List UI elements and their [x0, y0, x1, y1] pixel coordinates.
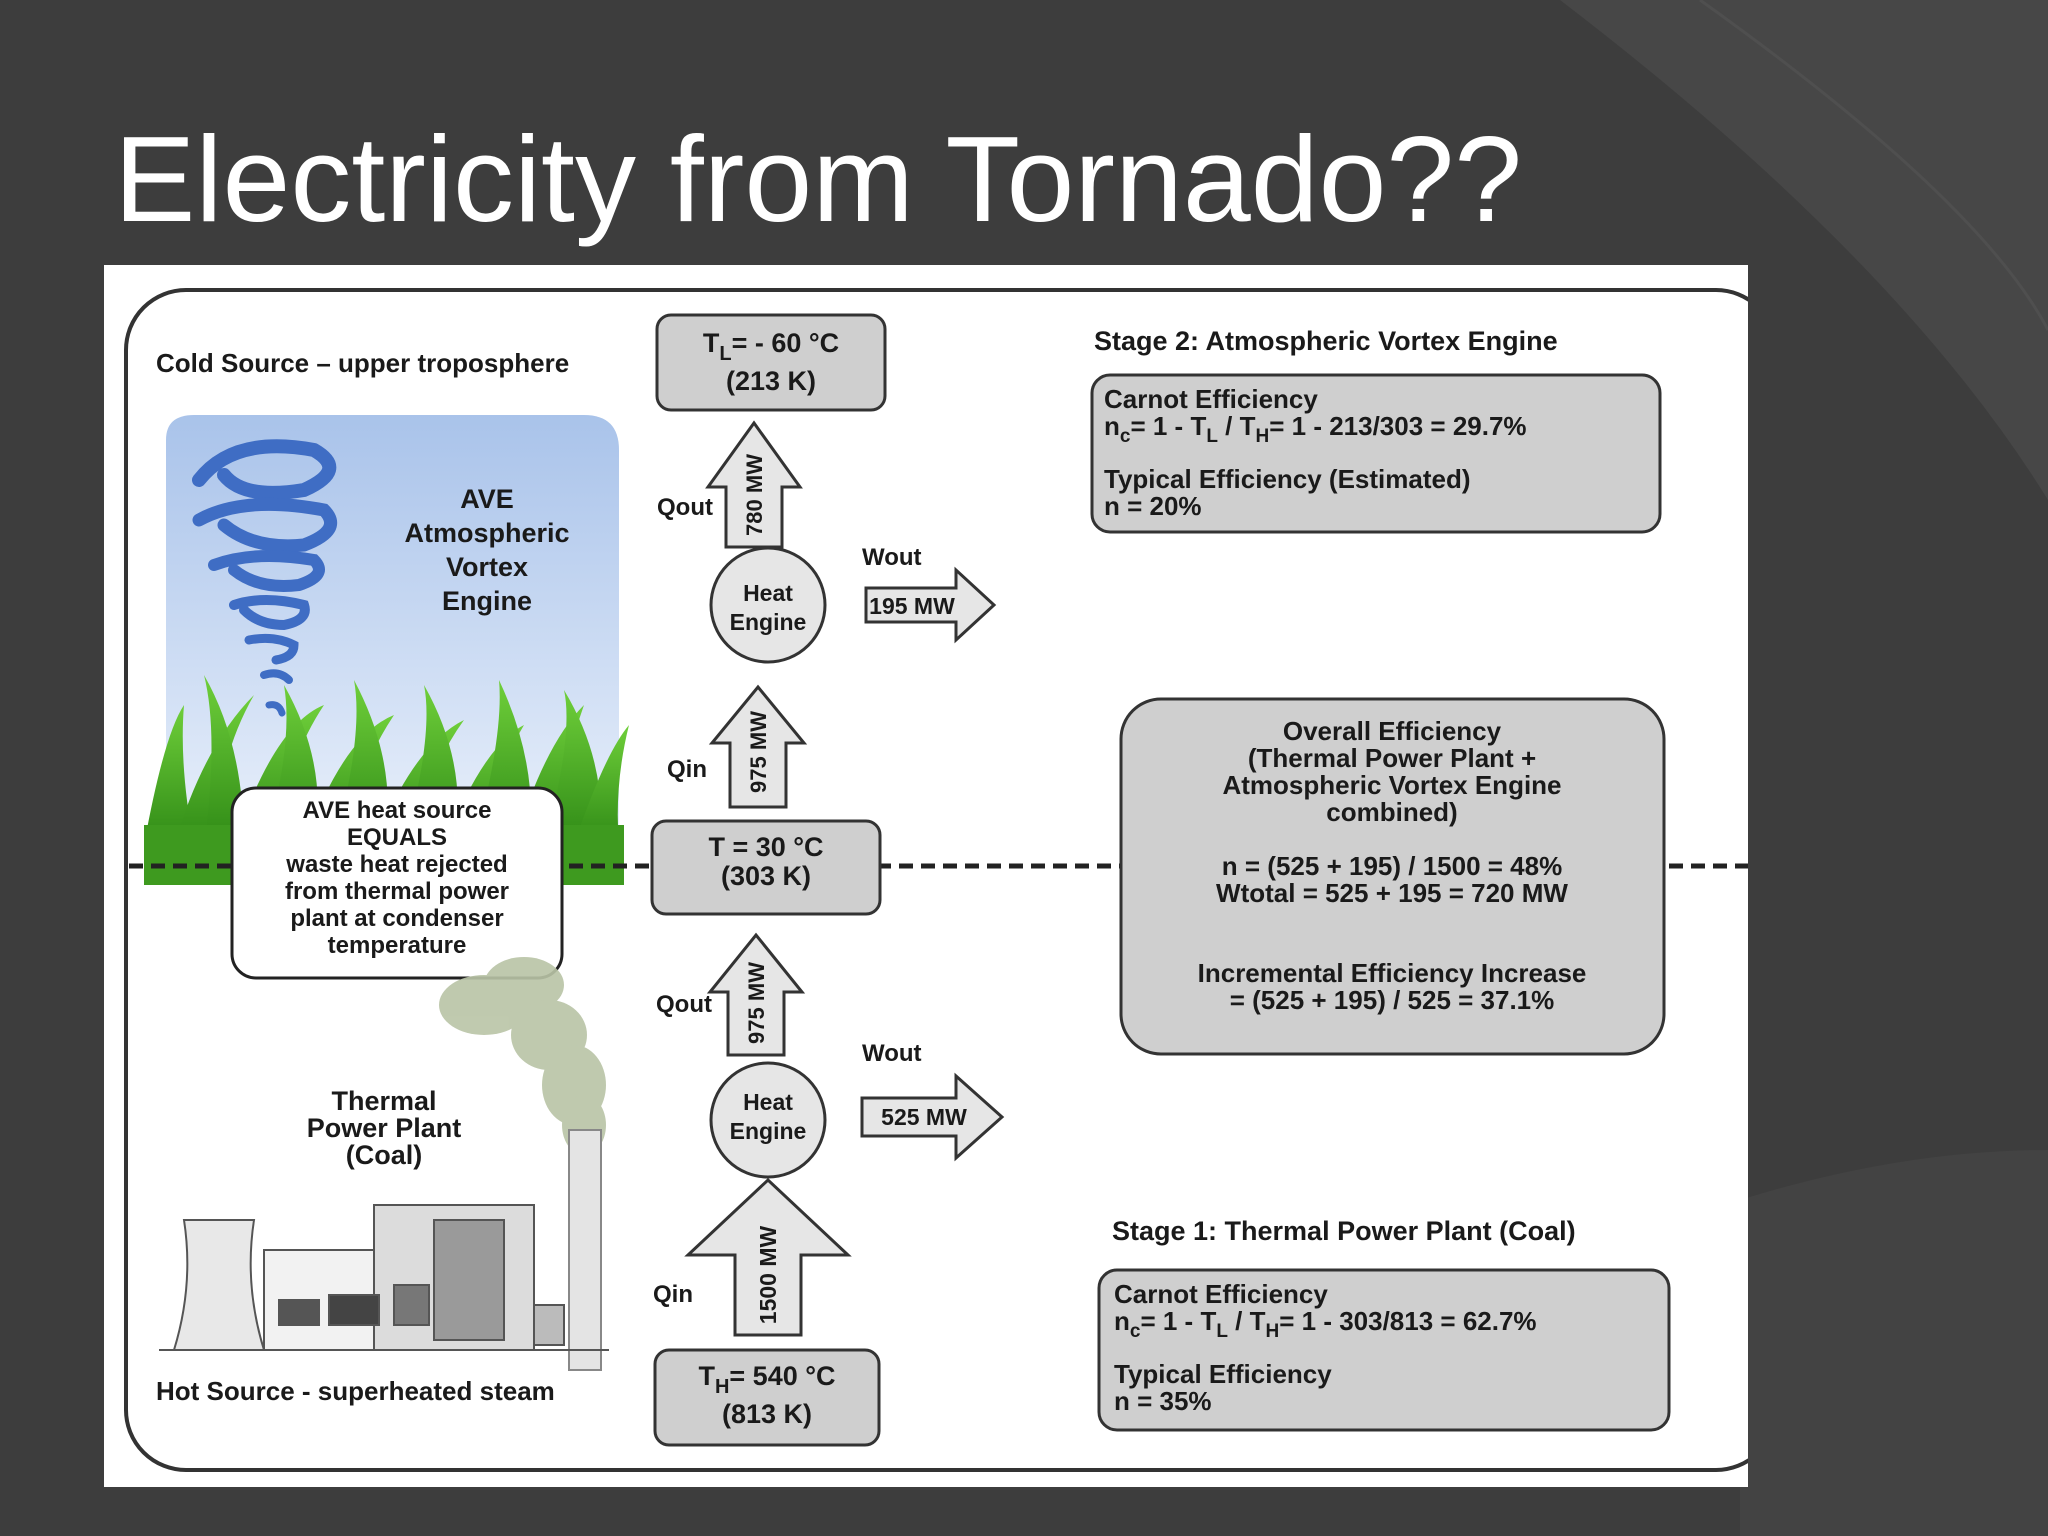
- ave-label-line-4: Engine: [442, 586, 532, 616]
- stage1-heat-engine: [709, 1061, 827, 1179]
- stage2-qout-arrow: [705, 420, 803, 549]
- heat-source-note-line-3: waste heat rejected: [285, 851, 507, 878]
- overall-wtotal-value: Wtotal = 525 + 195 = 720 MW: [1216, 878, 1568, 908]
- overall-title-line-2: (Thermal Power Plant +: [1248, 743, 1536, 773]
- incremental-value: = (525 + 195) / 525 = 37.1%: [1230, 985, 1555, 1015]
- ave-label-line-1: AVE: [460, 484, 514, 514]
- stage2-qout-value: 780 MW: [742, 454, 767, 536]
- stage2-qin-arrow: [708, 684, 808, 809]
- stage1-carnot-title: Carnot Efficiency: [1114, 1279, 1328, 1309]
- overall-efficiency-box: [1119, 697, 1666, 1056]
- slide-title: Electricity from Tornado??: [114, 111, 1523, 247]
- mid-temperature-box: [650, 819, 882, 916]
- stage1-typical-title: Typical Efficiency: [1114, 1359, 1332, 1389]
- thermal-plant-illustration: [159, 1204, 609, 1351]
- heat-source-note-line-4: from thermal power: [285, 878, 509, 905]
- stage2-heat-engine: [709, 546, 827, 664]
- tornado-icon: [192, 439, 338, 717]
- cold-source-label: Cold Source – upper troposphere: [156, 348, 569, 378]
- ave-label-line-3: Vortex: [446, 552, 528, 582]
- cold-temperature-value: TL= - 60 °C: [703, 328, 839, 365]
- stage2-qin-value: 975 MW: [746, 711, 771, 793]
- stage1-wout-label: Wout: [862, 1040, 922, 1067]
- stage2-qin-label: Qin: [667, 756, 707, 783]
- heat-source-note-line-6: temperature: [328, 932, 467, 959]
- thermal-plant-label-line-3: (Coal): [346, 1140, 423, 1170]
- stage2-heat-engine-line-1: Heat: [743, 580, 793, 606]
- stage2-wout-value: 195 MW: [869, 593, 955, 619]
- diagram-frame: [124, 288, 1748, 1472]
- stage1-qout-value: 975 MW: [744, 962, 769, 1044]
- hot-temperature-kelvin: (813 K): [722, 1399, 812, 1429]
- stage2-wout-arrow: [864, 566, 997, 644]
- stage1-efficiency-box: [1097, 1268, 1671, 1432]
- cold-temperature-box: [655, 313, 887, 412]
- incremental-title: Incremental Efficiency Increase: [1198, 958, 1587, 988]
- heat-source-note-line-1: AVE heat source: [303, 797, 492, 824]
- thermal-plant-label-line-1: Thermal: [331, 1086, 436, 1116]
- mid-temperature-kelvin: (303 K): [721, 861, 811, 891]
- stage1-qin-label: Qin: [653, 1281, 693, 1308]
- smoke-plume-illustration: [439, 957, 606, 1155]
- overall-title-line-4: combined): [1326, 797, 1457, 827]
- overall-efficiency-value: n = (525 + 195) / 1500 = 48%: [1222, 851, 1562, 881]
- stage1-heat-engine-line-1: Heat: [743, 1089, 793, 1115]
- stage1-typical-value: n = 35%: [1114, 1386, 1212, 1416]
- stage2-heading: Stage 2: Atmospheric Vortex Engine: [1094, 326, 1558, 356]
- overall-title-line-1: Overall Efficiency: [1283, 716, 1502, 746]
- stage1-qout-arrow: [706, 932, 806, 1057]
- stage1-wout-value: 525 MW: [881, 1104, 967, 1130]
- stage1-qin-arrow: [684, 1177, 852, 1337]
- stage2-carnot-title: Carnot Efficiency: [1104, 384, 1318, 414]
- hot-temperature-box: [653, 1348, 881, 1447]
- stage2-qout-label: Qout: [657, 494, 713, 521]
- thermal-plant-label-line-2: Power Plant: [307, 1113, 462, 1143]
- overall-title-line-3: Atmospheric Vortex Engine: [1222, 770, 1561, 800]
- hot-temperature-value: TH= 540 °C: [698, 1361, 835, 1398]
- stage1-wout-arrow: [860, 1072, 1005, 1162]
- heat-source-note-line-2: EQUALS: [347, 824, 447, 851]
- stage1-qout-label: Qout: [656, 991, 712, 1018]
- stage1-qin-value: 1500 MW: [755, 1226, 781, 1325]
- mid-temperature-value: T = 30 °C: [708, 832, 823, 862]
- stage2-typical-title: Typical Efficiency (Estimated): [1104, 464, 1471, 494]
- stage2-heat-engine-line-2: Engine: [730, 609, 807, 635]
- heat-source-note-line-5: plant at condenser: [290, 905, 503, 932]
- diagram-figure: AVE heat source EQUALS waste heat reject…: [104, 265, 1748, 1487]
- hot-source-label: Hot Source - superheated steam: [156, 1376, 555, 1406]
- cold-temperature-kelvin: (213 K): [726, 366, 816, 396]
- chimney: [568, 1129, 602, 1371]
- stage1-carnot-formula: nc= 1 - TL / TH= 1 - 303/813 = 62.7%: [1114, 1306, 1537, 1342]
- stage2-typical-value: n = 20%: [1104, 491, 1202, 521]
- ave-label-line-2: Atmospheric: [404, 518, 569, 548]
- heat-source-note-box: [230, 786, 564, 980]
- stage2-wout-label: Wout: [862, 544, 922, 571]
- stage1-heading: Stage 1: Thermal Power Plant (Coal): [1112, 1216, 1576, 1246]
- stage1-heat-engine-line-2: Engine: [730, 1118, 807, 1144]
- stage2-efficiency-box: [1090, 373, 1662, 534]
